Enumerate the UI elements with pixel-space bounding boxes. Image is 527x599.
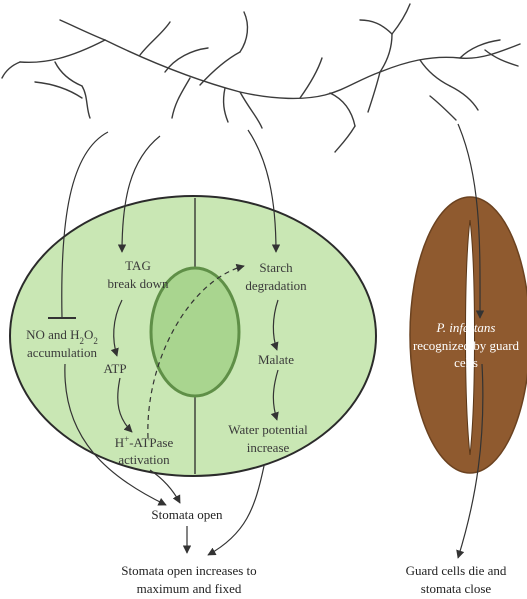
label-guard-die-line2: stomata close [421,581,492,596]
label-increases-line2: maximum and fixed [137,581,242,596]
label-recognized-line2: cells [454,355,478,370]
label-malate: Malate [258,352,294,367]
label-increase: increase [247,440,290,455]
label-activation: activation [118,452,170,467]
label-water-potential: Water potential [228,422,308,437]
label-increases-line1: Stomata open increases to [121,563,256,578]
label-degradation: degradation [245,278,307,293]
label-guard-die-line1: Guard cells die and [406,563,507,578]
label-starch: Starch [259,260,293,275]
label-h-atpase: H+-ATPase [115,434,174,450]
label-recognized-line1: recognized by guard [413,338,520,353]
label-atp: ATP [103,361,126,376]
label-break-down: break down [107,276,169,291]
label-tag: TAG [125,258,151,273]
label-stomata-open: Stomata open [151,507,223,522]
label-p-infestans: P. infestans [436,320,496,335]
pathogen-hyphae [2,4,520,152]
label-accumulation: accumulation [27,345,98,360]
